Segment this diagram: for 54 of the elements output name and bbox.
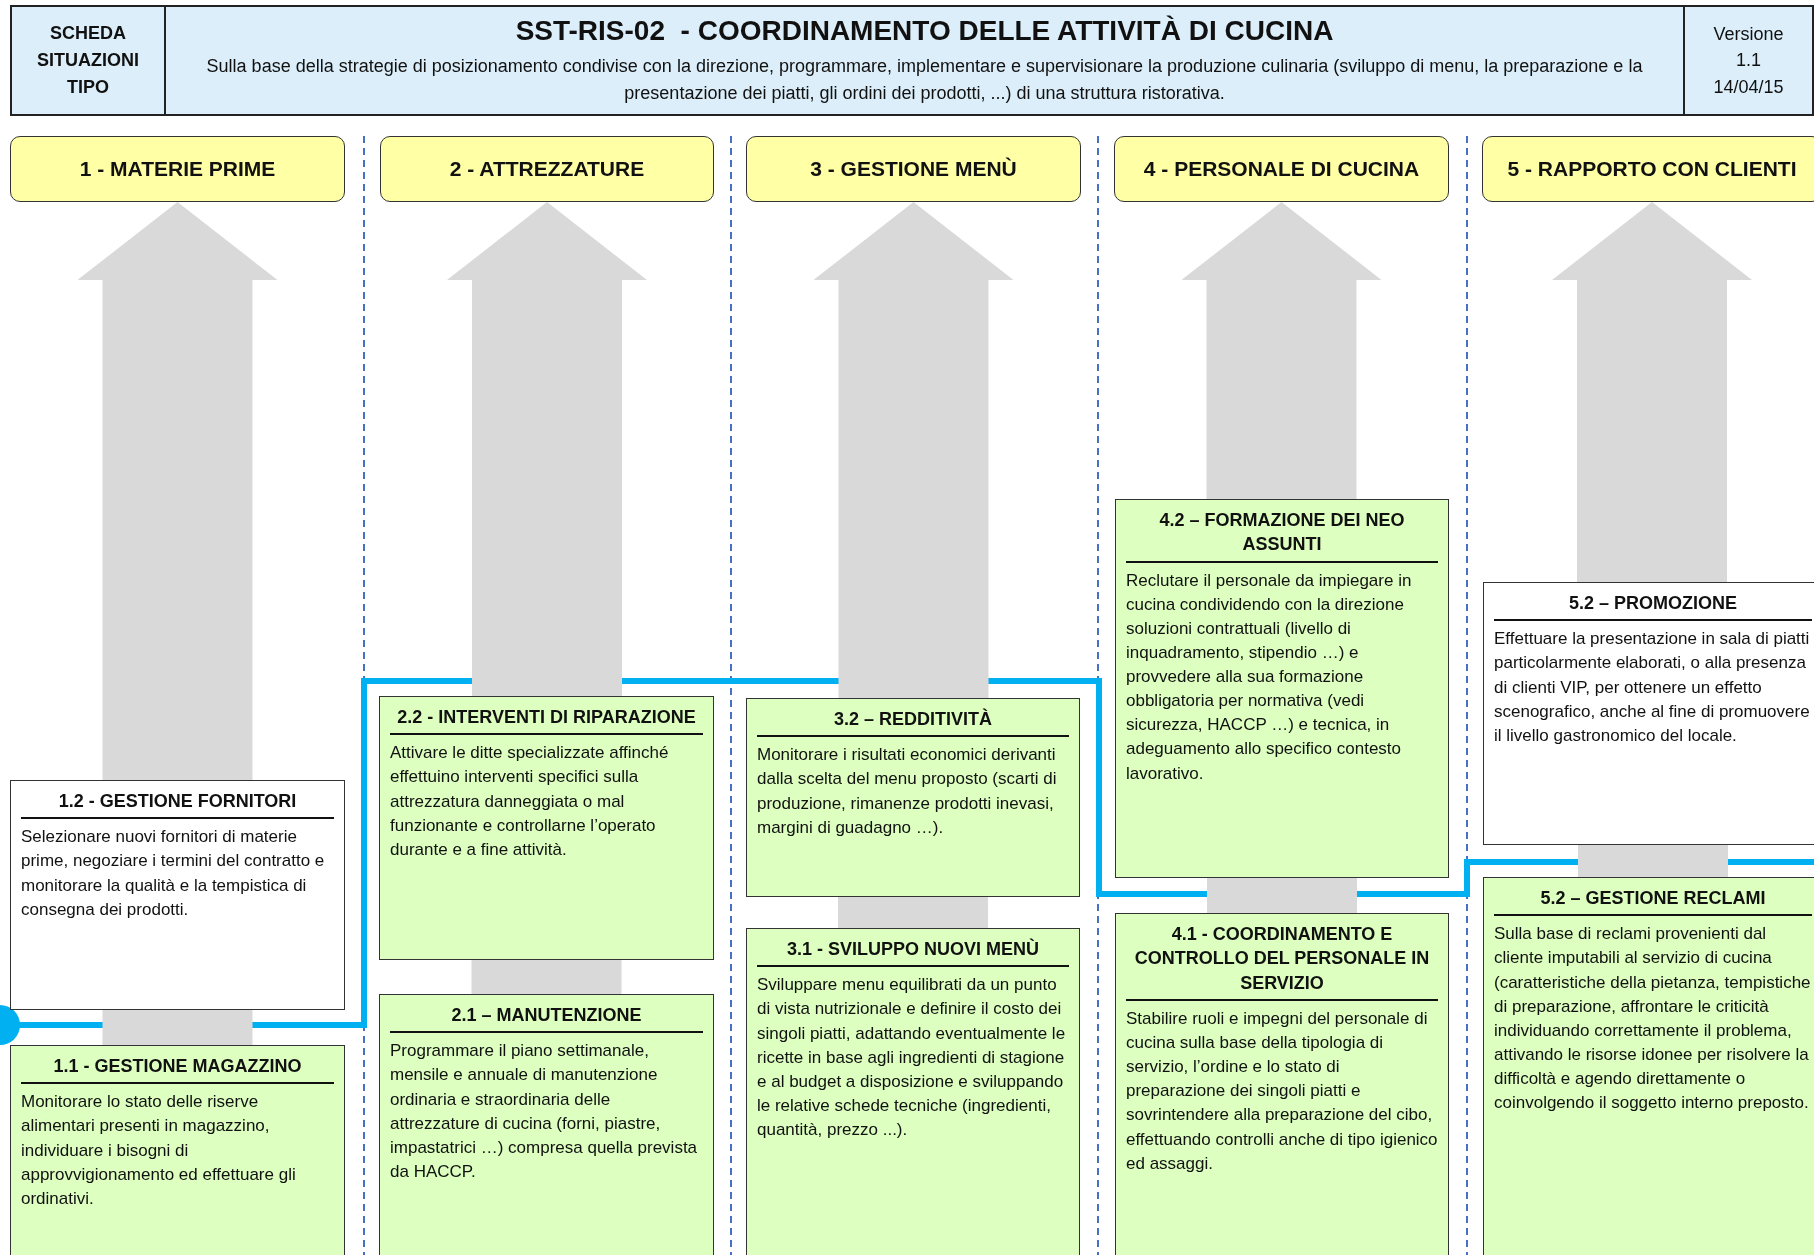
box-heading: 2.1 – MANUTENZIONE bbox=[390, 1003, 703, 1034]
column-header: 4 - PERSONALE DI CUCINA bbox=[1114, 136, 1449, 202]
box-heading: 4.1 - COORDINAMENTO E CONTROLLO DEL PERSONALE IN SERVIZIO bbox=[1126, 922, 1438, 1001]
box-heading: 1.2 - GESTIONE FORNITORI bbox=[21, 789, 334, 820]
arrow bbox=[77, 202, 278, 780]
arrow bbox=[813, 202, 1014, 698]
box-heading: 2.2 - INTERVENTI DI RIPARAZIONE bbox=[390, 705, 703, 736]
arrow bbox=[1181, 202, 1382, 499]
version-number: 1.1 bbox=[1736, 49, 1761, 73]
page-title: SST-RIS-02 - COORDINAMENTO DELLE ATTIVITÀ DI CUCINA bbox=[515, 15, 1334, 48]
box-heading: 4.2 – FORMAZIONE DEI NEO ASSUNTI bbox=[1126, 508, 1438, 563]
box-description: Attivare le ditte specializzate affinché effettuino interventi specifici sulla attrezzatura danneggiata o mal funzionante e controllarne l’operato durante e a fine attività. bbox=[390, 742, 670, 861]
connector-line bbox=[471, 960, 622, 994]
activity-box bbox=[1483, 582, 1814, 845]
box-description: Reclutare il personale da impiegare in cucina condividendo con la direzione soluzioni contrattuali (livello di inquadramento, stipendio …) e provvedere alla sua formazione obbligatoria per normativa (vedi sicurezza, HACCP …) e tecnica, in adeguamento allo specifico contesto lavorativo. bbox=[1126, 569, 1413, 785]
column-header: 2 - ATTREZZATURE bbox=[380, 136, 714, 202]
header-panel bbox=[10, 5, 166, 116]
box-heading: 1.1 - GESTIONE MAGAZZINO bbox=[21, 1054, 334, 1085]
arrow bbox=[1552, 202, 1752, 582]
activity-box bbox=[10, 780, 345, 1010]
box-description: Stabilire ruoli e impegni del personale di cucina sulla base della tipologia di servizio, l’ordine e lo stato di preparazione dei singoli piatti e sovrintendere alla preparazione del cibo, effettuando controlli anche di tipo igienico ed assaggi. bbox=[1126, 1007, 1438, 1175]
version-date: 14/04/15 bbox=[1713, 75, 1784, 99]
box-description: Selezionare nuovi fornitori di materie prime, negoziare i termini del contratto e monitorare la qualità e la tempistica di consegna dei prodotti. bbox=[21, 826, 326, 921]
connector-line bbox=[838, 897, 988, 928]
activity-box bbox=[746, 928, 1080, 1255]
activity-box bbox=[746, 698, 1080, 897]
activity-box bbox=[1115, 499, 1449, 878]
connector-line bbox=[102, 1010, 253, 1045]
box-description: Monitorare lo stato delle riserve alimentari presenti in magazzino, individuare i bisogni di approvvigionamento ed effettuare gli ordinativi. bbox=[21, 1091, 297, 1210]
box-heading: 3.2 – REDDITIVITÀ bbox=[757, 707, 1069, 738]
sheet-type-label: SCHEDA SITUAZIONI TIPO bbox=[36, 22, 140, 99]
column-header: 5 - RAPPORTO CON CLIENTI bbox=[1482, 136, 1814, 202]
activity-box bbox=[10, 1045, 345, 1255]
activity-box bbox=[379, 994, 714, 1255]
header-panel bbox=[1683, 5, 1814, 116]
box-description: Effettuare la presentazione in sala di piatti particolarmente elaborati, o alla presenza di clienti VIP, per ottenere un effetto scenografico, anche al fine di promuovere il livello gastronomico del locale. bbox=[1494, 628, 1811, 747]
activity-box bbox=[379, 696, 714, 960]
header-panel bbox=[164, 5, 1685, 116]
box-description: Programmare il piano settimanale, mensile e annuale di manutenzione ordinaria e straordinaria delle attrezzature di cucina (forni, piastre, impastatrici …) compresa quella prevista da HACCP. bbox=[390, 1040, 699, 1183]
activity-box bbox=[1115, 913, 1449, 1255]
box-description: Monitorare i risultati economici derivanti dalla scelta del menu proposto (scarti di produzione, rimanenze prodotti inevasi, margini di guadagno …). bbox=[757, 744, 1058, 839]
connector-line bbox=[1207, 878, 1357, 913]
arrow bbox=[447, 202, 647, 696]
box-heading: 5.2 – GESTIONE RECLAMI bbox=[1494, 886, 1812, 917]
box-heading: 3.1 - SVILUPPO NUOVI MENÙ bbox=[757, 937, 1069, 968]
column-header: 3 - GESTIONE MENÙ bbox=[746, 136, 1081, 202]
connector-line bbox=[1578, 845, 1728, 877]
version-label: Versione bbox=[1713, 23, 1784, 47]
column-header: 1 - MATERIE PRIME bbox=[10, 136, 345, 202]
page-description: Sulla base della strategie di posizionamento condivise con la direzione, programmare, implementare e supervisionare la produzione culinaria (sviluppo di menu, la preparazione e la presentazione dei piatti, gli ordini dei prodotti, ...) di una struttura ristorativa. bbox=[205, 55, 1644, 105]
box-heading: 5.2 – PROMOZIONE bbox=[1494, 591, 1812, 622]
box-description: Sulla base di reclami provenienti dal cliente imputabili al servizio di cucina (caratteristiche della pietanza, tempistiche di preparazione, affrontare le criticità individuando correttamente il problema, attivando le risorse idonee per risolvere la difficoltà e agendo direttamente o coinvolgendo il soggetto interno preposto. bbox=[1494, 923, 1812, 1115]
box-description: Sviluppare menu equilibrati da un punto di vista nutrizionale e definire il costo dei singoli piatti, adattando eventualmente le ricette in base agli ingredienti di stagione e al budget a disposizione e sviluppando le relative schede tecniche (ingredienti, quantità, prezzo ...). bbox=[757, 974, 1067, 1142]
activity-box bbox=[1483, 877, 1814, 1255]
